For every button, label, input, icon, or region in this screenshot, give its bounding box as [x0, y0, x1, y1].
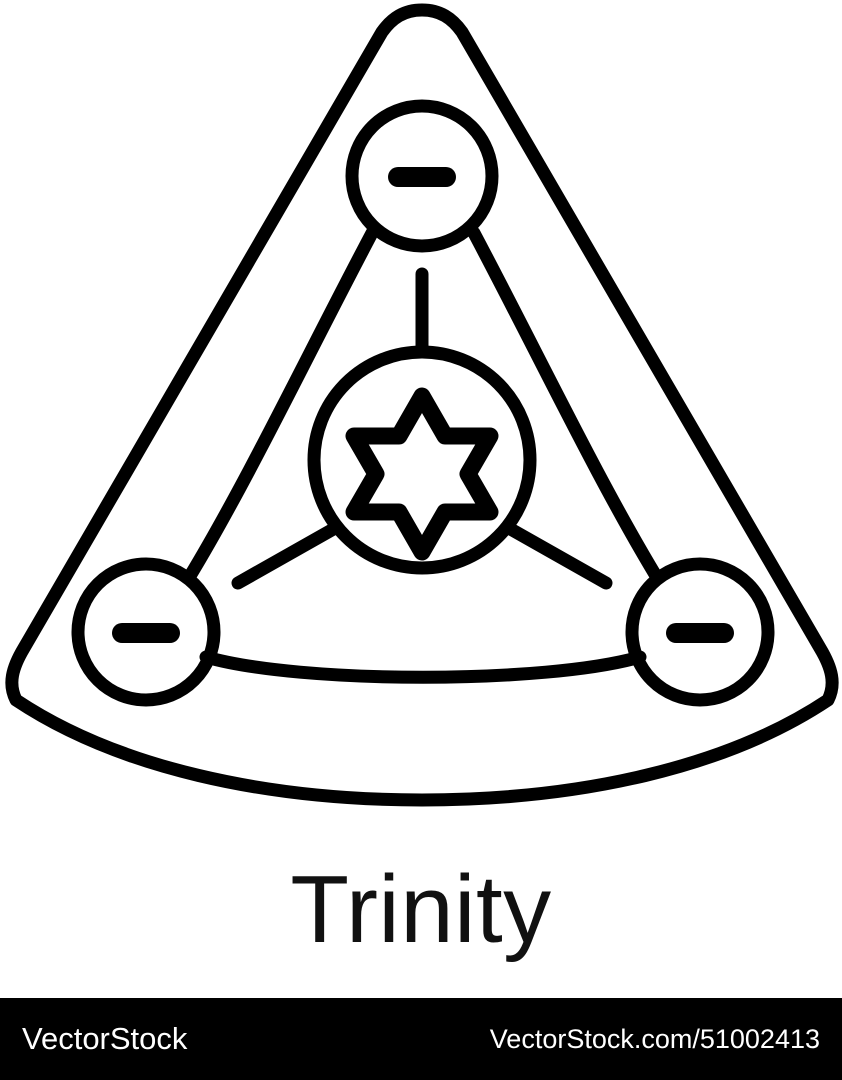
center-circle — [307, 345, 537, 575]
spoke-bottom-right — [500, 520, 613, 590]
footer-url-label: VectorStock.com/51002413 — [489, 1023, 820, 1054]
inner-triangle-edge-right — [467, 226, 663, 583]
inner-triangle-edge-left — [183, 226, 379, 583]
inner-triangle-edge-bottom — [199, 650, 647, 684]
outer-badge-outline — [5, 3, 839, 807]
trinity-line-icon — [5, 3, 839, 807]
page-title: Trinity — [290, 856, 552, 963]
node-bottom-left-circle — [71, 557, 221, 707]
spoke-bottom-left — [231, 520, 344, 590]
six-pointed-star-icon — [345, 387, 499, 561]
watermark-footer: VectorStock VectorStock.com/51002413 — [0, 998, 842, 1080]
footer-brand-label: VectorStock — [22, 1021, 188, 1056]
node-bottom-right-circle — [625, 557, 775, 707]
node-top-circle — [345, 99, 499, 253]
